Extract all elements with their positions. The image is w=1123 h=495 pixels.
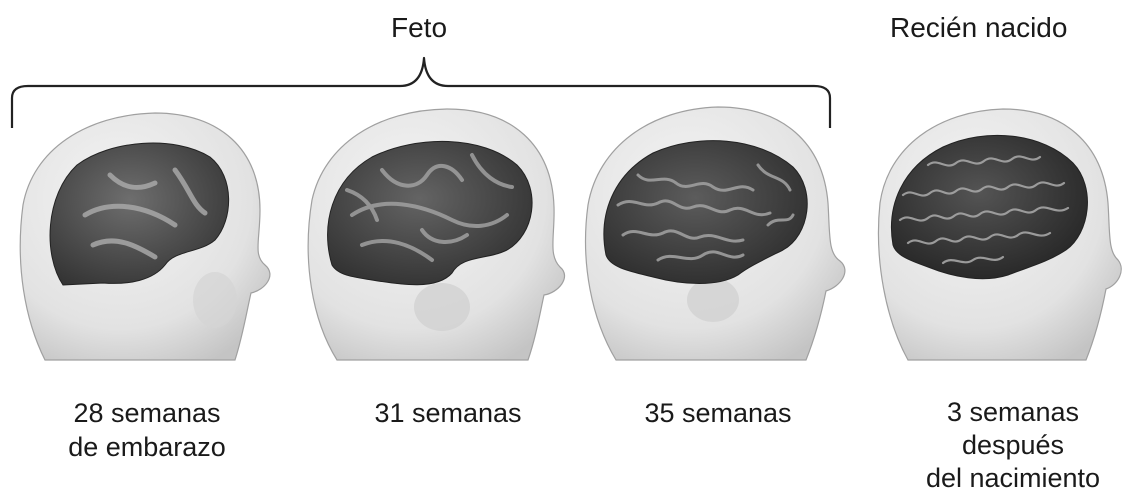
- stage-newborn: [868, 95, 1123, 370]
- stage-31-weeks: [302, 95, 572, 370]
- head-28-weeks-illustration: [15, 95, 285, 370]
- caption-31-weeks-line-1: 31 semanas: [343, 396, 553, 430]
- caption-35-weeks: 35 semanas: [613, 396, 823, 430]
- caption-28-weeks-line-2: de embarazo: [42, 430, 252, 464]
- stage-28-weeks: [15, 95, 285, 370]
- caption-28-weeks: 28 semanas de embarazo: [42, 396, 252, 464]
- caption-newborn: 3 semanas después del nacimiento: [908, 396, 1118, 495]
- head-35-weeks-illustration: [578, 95, 853, 370]
- caption-newborn-line-2: después: [908, 429, 1118, 462]
- caption-35-weeks-line-1: 35 semanas: [613, 396, 823, 430]
- head-31-weeks-illustration: [302, 95, 572, 370]
- caption-newborn-line-3: del nacimiento: [908, 462, 1118, 495]
- caption-28-weeks-line-1: 28 semanas: [42, 396, 252, 430]
- caption-31-weeks: 31 semanas: [343, 396, 553, 430]
- caption-newborn-line-1: 3 semanas: [908, 396, 1118, 429]
- head-newborn-illustration: [868, 95, 1123, 370]
- stage-35-weeks: [578, 95, 853, 370]
